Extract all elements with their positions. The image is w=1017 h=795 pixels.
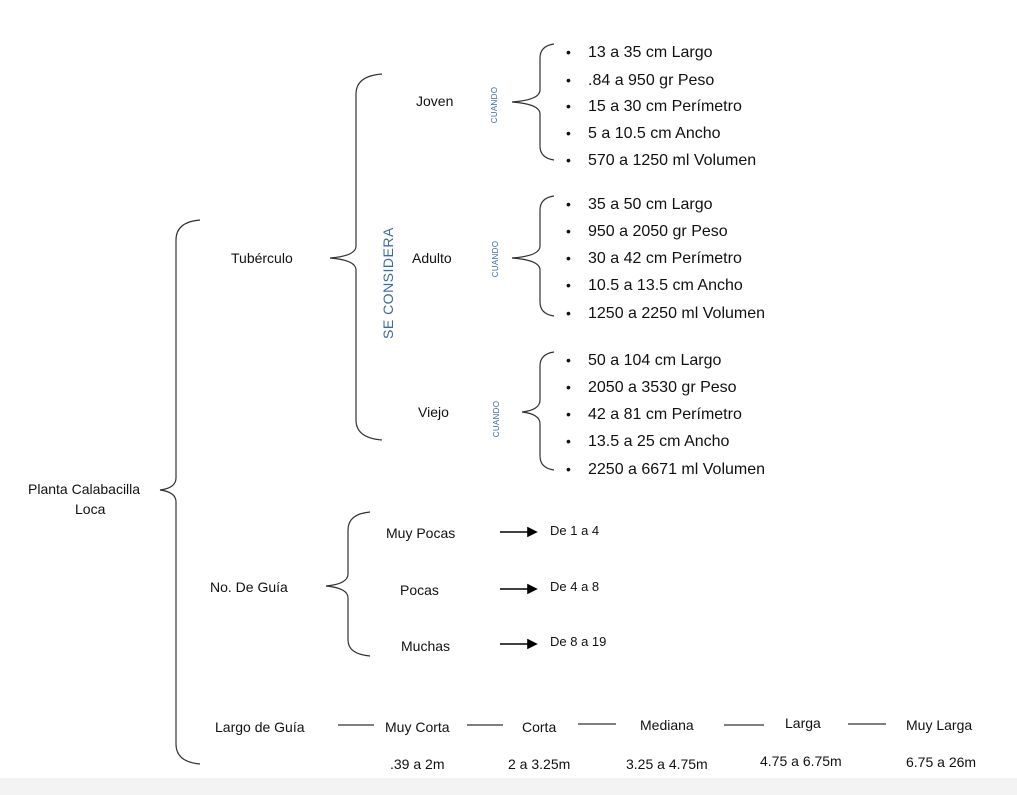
guia-label: No. De Guía [210, 579, 288, 595]
guia-arrows [500, 526, 538, 650]
bullet-icon: • [566, 433, 571, 449]
viejo-item: • 2250 a 6671 ml Volumen [566, 459, 765, 480]
adulto-item: • 30 a 42 cm Perímetro [566, 248, 742, 269]
adulto-item-text: 30 a 42 cm Perímetro [588, 250, 742, 267]
largo-category-label: Larga [785, 715, 821, 731]
viejo-item-text: 42 a 81 cm Perímetro [588, 406, 742, 423]
guia-row-range: De 8 a 19 [550, 634, 607, 649]
bullet-icon: • [566, 98, 571, 114]
largo-category-label: Mediana [640, 717, 694, 733]
bullet-icon: • [566, 250, 571, 266]
viejo-bracket [521, 351, 555, 471]
joven-item-text: 5 a 10.5 cm Ancho [588, 125, 721, 142]
adulto-item: • 950 a 2050 gr Peso [566, 221, 728, 242]
viejo-item: • 42 a 81 cm Perímetro [566, 404, 742, 425]
bullet-icon: • [566, 461, 571, 477]
joven-item: • .84 a 950 gr Peso [566, 70, 714, 91]
guia-row-range: De 4 a 8 [550, 579, 600, 594]
bullet-icon: • [566, 196, 571, 212]
root-label-line1: Planta Calabacilla [28, 481, 141, 497]
joven-item: • 15 a 30 cm Perímetro [566, 96, 742, 117]
largo-connectors [338, 723, 886, 726]
stage-label-adulto: Adulto [412, 250, 452, 266]
tuberculo-label: Tubérculo [231, 250, 293, 266]
adulto-item-text: 10.5 a 13.5 cm Ancho [588, 277, 743, 294]
adulto-item-text: 950 a 2050 gr Peso [588, 223, 728, 240]
viejo-item-text: 13.5 a 25 cm Ancho [588, 433, 730, 450]
largo-category-range: 3.25 a 4.75m [626, 756, 708, 772]
largo-category-range: 6.75 a 26m [906, 754, 977, 770]
bullet-icon: • [566, 379, 571, 395]
bullet-icon: • [566, 223, 571, 239]
bullet-icon: • [566, 277, 571, 293]
page-bottom-band [0, 778, 1017, 795]
joven-item: • 5 a 10.5 cm Ancho [566, 123, 721, 144]
guia-row-label: Muchas [401, 638, 451, 654]
joven-item: • 570 a 1250 ml Volumen [566, 150, 756, 171]
bullet-icon: • [566, 305, 571, 321]
largo-label: Largo de Guía [215, 719, 305, 735]
bullet-icon: • [566, 125, 571, 141]
cuando-adulto: CUANDO [491, 240, 500, 278]
cuando-viejo: CUANDO [492, 400, 501, 438]
viejo-item-text: 2050 a 3530 gr Peso [588, 379, 737, 396]
largo-category-range: 4.75 a 6.75m [760, 753, 842, 769]
se-considera-label: SE CONSIDERA [380, 227, 396, 339]
bullet-icon: • [566, 72, 571, 88]
joven-item-text: 13 a 35 cm Largo [588, 44, 713, 61]
adulto-item: • 35 a 50 cm Largo [566, 194, 713, 215]
guia-bracket [325, 511, 371, 657]
adulto-item-text: 35 a 50 cm Largo [588, 196, 713, 213]
adulto-item: • 1250 a 2250 ml Volumen [566, 303, 765, 324]
viejo-item: • 13.5 a 25 cm Ancho [566, 431, 729, 452]
viejo-item-text: 2250 a 6671 ml Volumen [588, 461, 766, 478]
adulto-item: • 10.5 a 13.5 cm Ancho [566, 275, 743, 296]
root-bracket [159, 219, 201, 765]
bullet-icon: • [566, 152, 571, 168]
largo-category-range: 2 a 3.25m [508, 756, 571, 772]
guia-row-label: Pocas [400, 582, 439, 598]
guia-row-label: Muy Pocas [386, 525, 456, 541]
joven-bracket [511, 43, 555, 161]
bullet-icon: • [566, 44, 571, 60]
stage-label-joven: Joven [416, 93, 454, 109]
largo-category-label: Muy Larga [906, 717, 973, 733]
viejo-item: • 2050 a 3530 gr Peso [566, 377, 737, 398]
viejo-item-text: 50 a 104 cm Largo [588, 352, 722, 369]
largo-category-label: Corta [522, 719, 557, 735]
adulto-item-text: 1250 a 2250 ml Volumen [588, 305, 766, 322]
joven-item-text: 15 a 30 cm Perímetro [588, 98, 742, 115]
viejo-item: • 50 a 104 cm Largo [566, 350, 721, 371]
bullet-icon: • [566, 406, 571, 422]
joven-item-text: 570 a 1250 ml Volumen [588, 152, 757, 169]
joven-item-text: .84 a 950 gr Peso [588, 72, 715, 89]
guia-row-range: De 1 a 4 [550, 523, 600, 538]
cuando-joven: CUANDO [490, 86, 499, 124]
tuberculo-bracket [329, 73, 383, 441]
adulto-bracket [511, 195, 555, 317]
largo-category-range: .39 a 2m [390, 756, 445, 772]
joven-item: • 13 a 35 cm Largo [566, 42, 713, 63]
root-label-line2: Loca [75, 501, 106, 517]
stage-label-viejo: Viejo [418, 404, 449, 420]
bullet-icon: • [566, 352, 571, 368]
largo-category-label: Muy Corta [385, 719, 450, 735]
